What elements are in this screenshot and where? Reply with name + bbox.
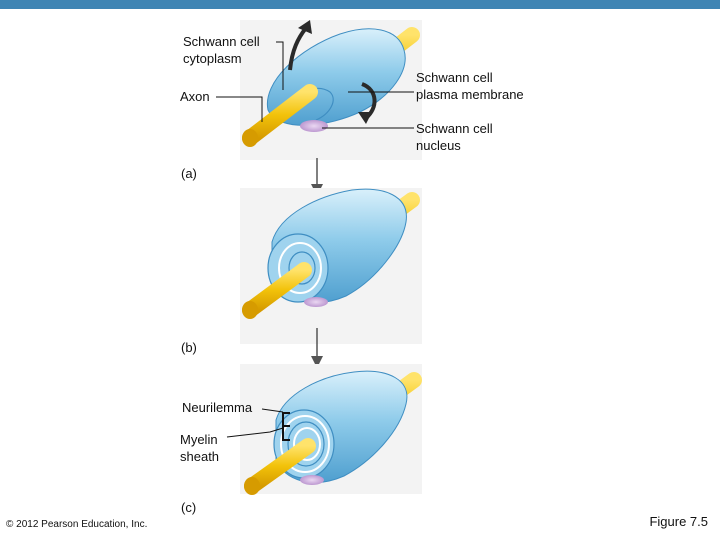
panel-c-label: (c): [181, 500, 197, 515]
axon-c-end: [244, 477, 260, 495]
schwann-nucleus-b: [304, 297, 328, 307]
myelin-wrap-c-2: [280, 415, 330, 473]
myelin-wrap-b-inner: [288, 251, 316, 285]
label-myelin-sheath: Myelin sheath: [180, 432, 220, 464]
axon-b-end: [242, 301, 258, 319]
copyright-notice: © 2012 Pearson Education, Inc.: [6, 519, 148, 530]
axon-a-near: [242, 84, 318, 146]
panel-b-label: (b): [181, 340, 197, 355]
myelin-wrap-c-4: [293, 427, 321, 461]
panel-a-label: (a): [181, 166, 197, 181]
axon-a-end: [242, 129, 258, 147]
leader-cytoplasm: [276, 41, 284, 90]
schwann-nucleus-a: [300, 120, 328, 132]
leader-axon: [216, 96, 263, 122]
label-schwann-plasma-membrane: Schwann cell plasma membrane: [416, 70, 524, 102]
myelin-wrap-c-3: [287, 421, 325, 467]
rotation-arrowhead-up: [298, 20, 312, 34]
panel-a-illustration: [240, 20, 422, 160]
label-schwann-nucleus: Schwann cell nucleus: [416, 121, 493, 153]
label-schwann-cytoplasm: Schwann cell cytoplasm: [183, 34, 260, 66]
label-axon: Axon: [180, 89, 210, 104]
bracket-myelin: [282, 425, 290, 441]
schwann-nucleus-c: [300, 475, 324, 485]
panel-c-illustration: [240, 364, 422, 495]
brackets-c: [226, 408, 290, 441]
top-accent-bar: [0, 0, 720, 9]
label-neurilemma: Neurilemma: [182, 400, 253, 415]
leader-neurilemma: [261, 408, 284, 413]
figure-number: Figure 7.5: [649, 514, 708, 529]
leader-lines-a: [216, 41, 414, 129]
axon-b-near: [242, 262, 312, 318]
rotation-arrowhead-down: [358, 112, 372, 124]
panel-b-illustration: [240, 188, 422, 344]
myelin-wrap-b-mid: [278, 242, 322, 294]
axon-c-near: [244, 438, 316, 494]
leader-myelin: [226, 427, 284, 438]
